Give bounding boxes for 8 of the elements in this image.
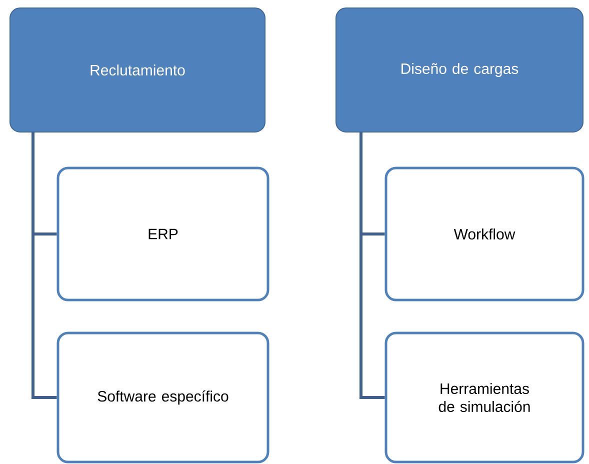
item-box: ERP: [56, 166, 270, 302]
connector-line: [32, 132, 57, 399]
connector-line: [360, 132, 385, 399]
item-box: Workflow: [384, 166, 584, 302]
header-box: Reclutamiento: [10, 8, 266, 132]
item-box: Software específico: [56, 332, 270, 464]
header-box: Diseño de cargas: [336, 8, 584, 132]
item-box: Herramientas de simulación: [384, 332, 584, 464]
